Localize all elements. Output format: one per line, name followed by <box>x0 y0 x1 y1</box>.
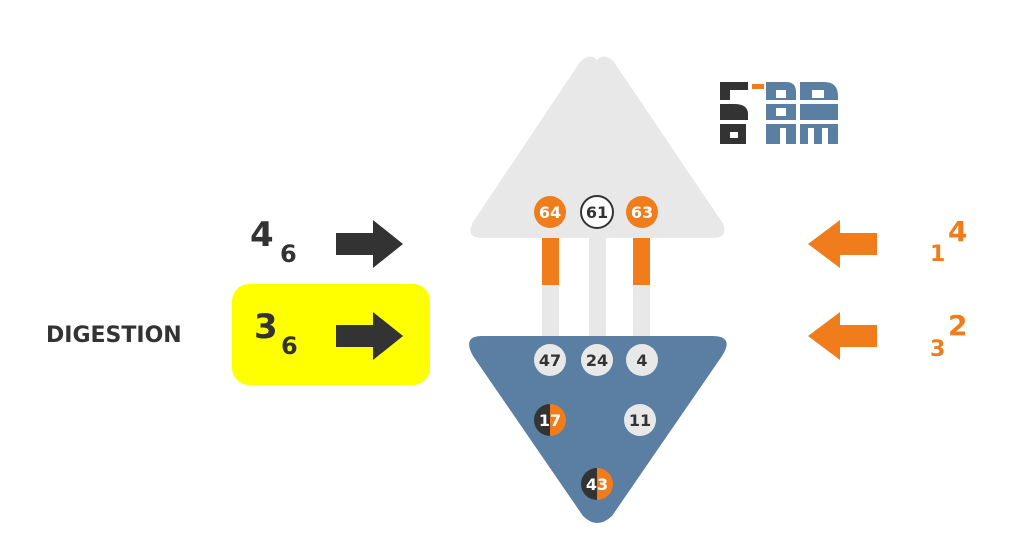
gate-43-label: 43 <box>586 475 608 494</box>
gate-43: 43 <box>581 468 613 500</box>
gate-47-label: 47 <box>539 351 561 370</box>
gate-11-label: 11 <box>629 411 651 430</box>
gate-4: 4 <box>626 344 658 376</box>
arrow-left-icon <box>808 220 877 268</box>
gate-47: 47 <box>534 344 566 376</box>
head-center <box>470 56 725 238</box>
left-row-1: 4 6 <box>250 215 403 268</box>
gate-61-label: 61 <box>586 203 608 222</box>
ajna-center <box>469 336 727 523</box>
channels <box>542 238 650 336</box>
channel-61-24 <box>589 238 606 336</box>
channel-64-47-active <box>542 238 559 285</box>
gate-63: 63 <box>626 196 658 228</box>
gate-4-label: 4 <box>636 351 647 370</box>
arrow-right-icon <box>336 220 403 268</box>
left-row-1-sub: 6 <box>280 240 297 268</box>
gate-64-label: 64 <box>539 203 561 222</box>
right-row-2-sub: 3 <box>930 337 945 362</box>
right-row-1: 1 4 <box>808 215 967 268</box>
gate-17: 17 <box>534 404 566 436</box>
arrow-right-icon <box>336 312 403 360</box>
left-row-2: DIGESTION 3 6 <box>46 284 430 385</box>
gate-24: 24 <box>581 344 613 376</box>
right-row-2: 3 2 <box>808 309 967 362</box>
left-row-2-sub: 6 <box>281 332 298 360</box>
right-row-1-sup: 4 <box>948 215 967 248</box>
gate-11: 11 <box>624 404 656 436</box>
gate-63-label: 63 <box>631 203 653 222</box>
gate-24-label: 24 <box>586 351 608 370</box>
left-row-1-main: 4 <box>250 215 274 255</box>
channel-63-4-active <box>633 238 650 285</box>
arrow-left-icon <box>808 312 877 360</box>
highlight-box <box>232 284 430 385</box>
left-row-2-main: 3 <box>254 307 278 347</box>
human-design-logo-icon <box>720 82 838 144</box>
gate-17-label: 17 <box>539 411 561 430</box>
right-row-2-sup: 2 <box>948 309 967 342</box>
digestion-label: DIGESTION <box>46 323 182 348</box>
right-row-1-sub: 1 <box>930 242 945 267</box>
gate-64: 64 <box>534 196 566 228</box>
gate-61: 61 <box>580 195 614 229</box>
